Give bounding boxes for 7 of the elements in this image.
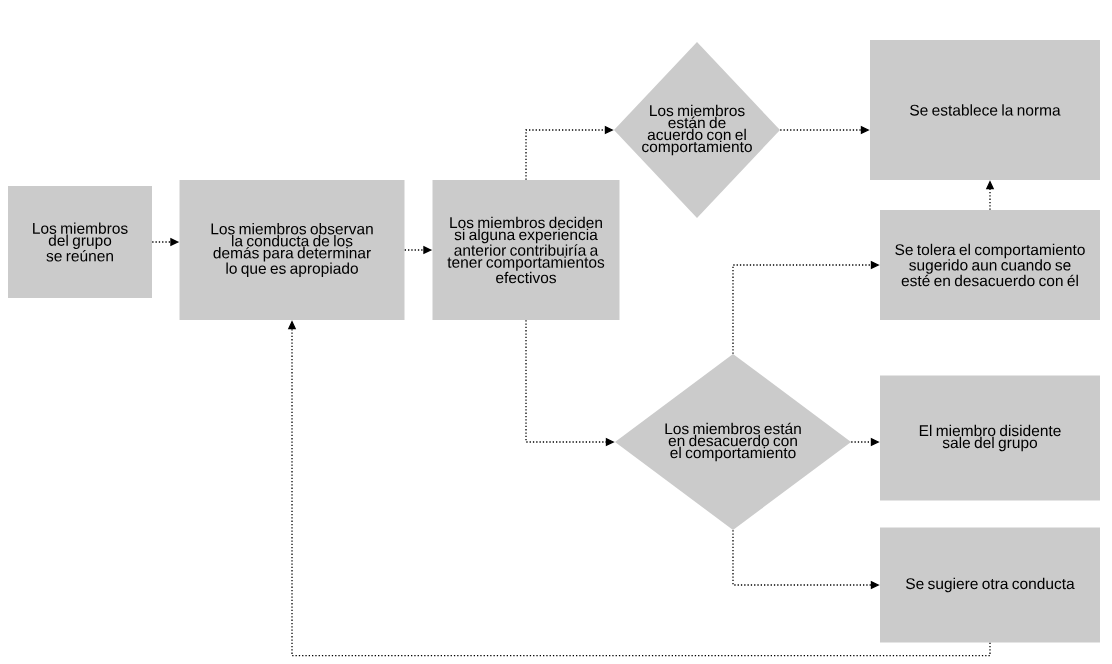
process-box: Se tolera el comportamiento sugerido aun cuando se esté en desacuerdo con él bbox=[880, 210, 1100, 320]
process-box: Los miembros observan la conducta de los demás para determinar lo que es apropiado bbox=[179, 180, 405, 320]
process-box: Se sugiere otra conducta bbox=[880, 527, 1100, 643]
process-box: Se establece la norma bbox=[870, 40, 1100, 180]
process-box: Los miembros del grupo se reúnen bbox=[8, 186, 152, 298]
process-box: Los miembros deciden si alguna experiencia anterior contribuiría a tener comportamientos efectivos bbox=[432, 180, 620, 320]
process-box: El miembro disidente sale del grupo bbox=[880, 375, 1100, 501]
